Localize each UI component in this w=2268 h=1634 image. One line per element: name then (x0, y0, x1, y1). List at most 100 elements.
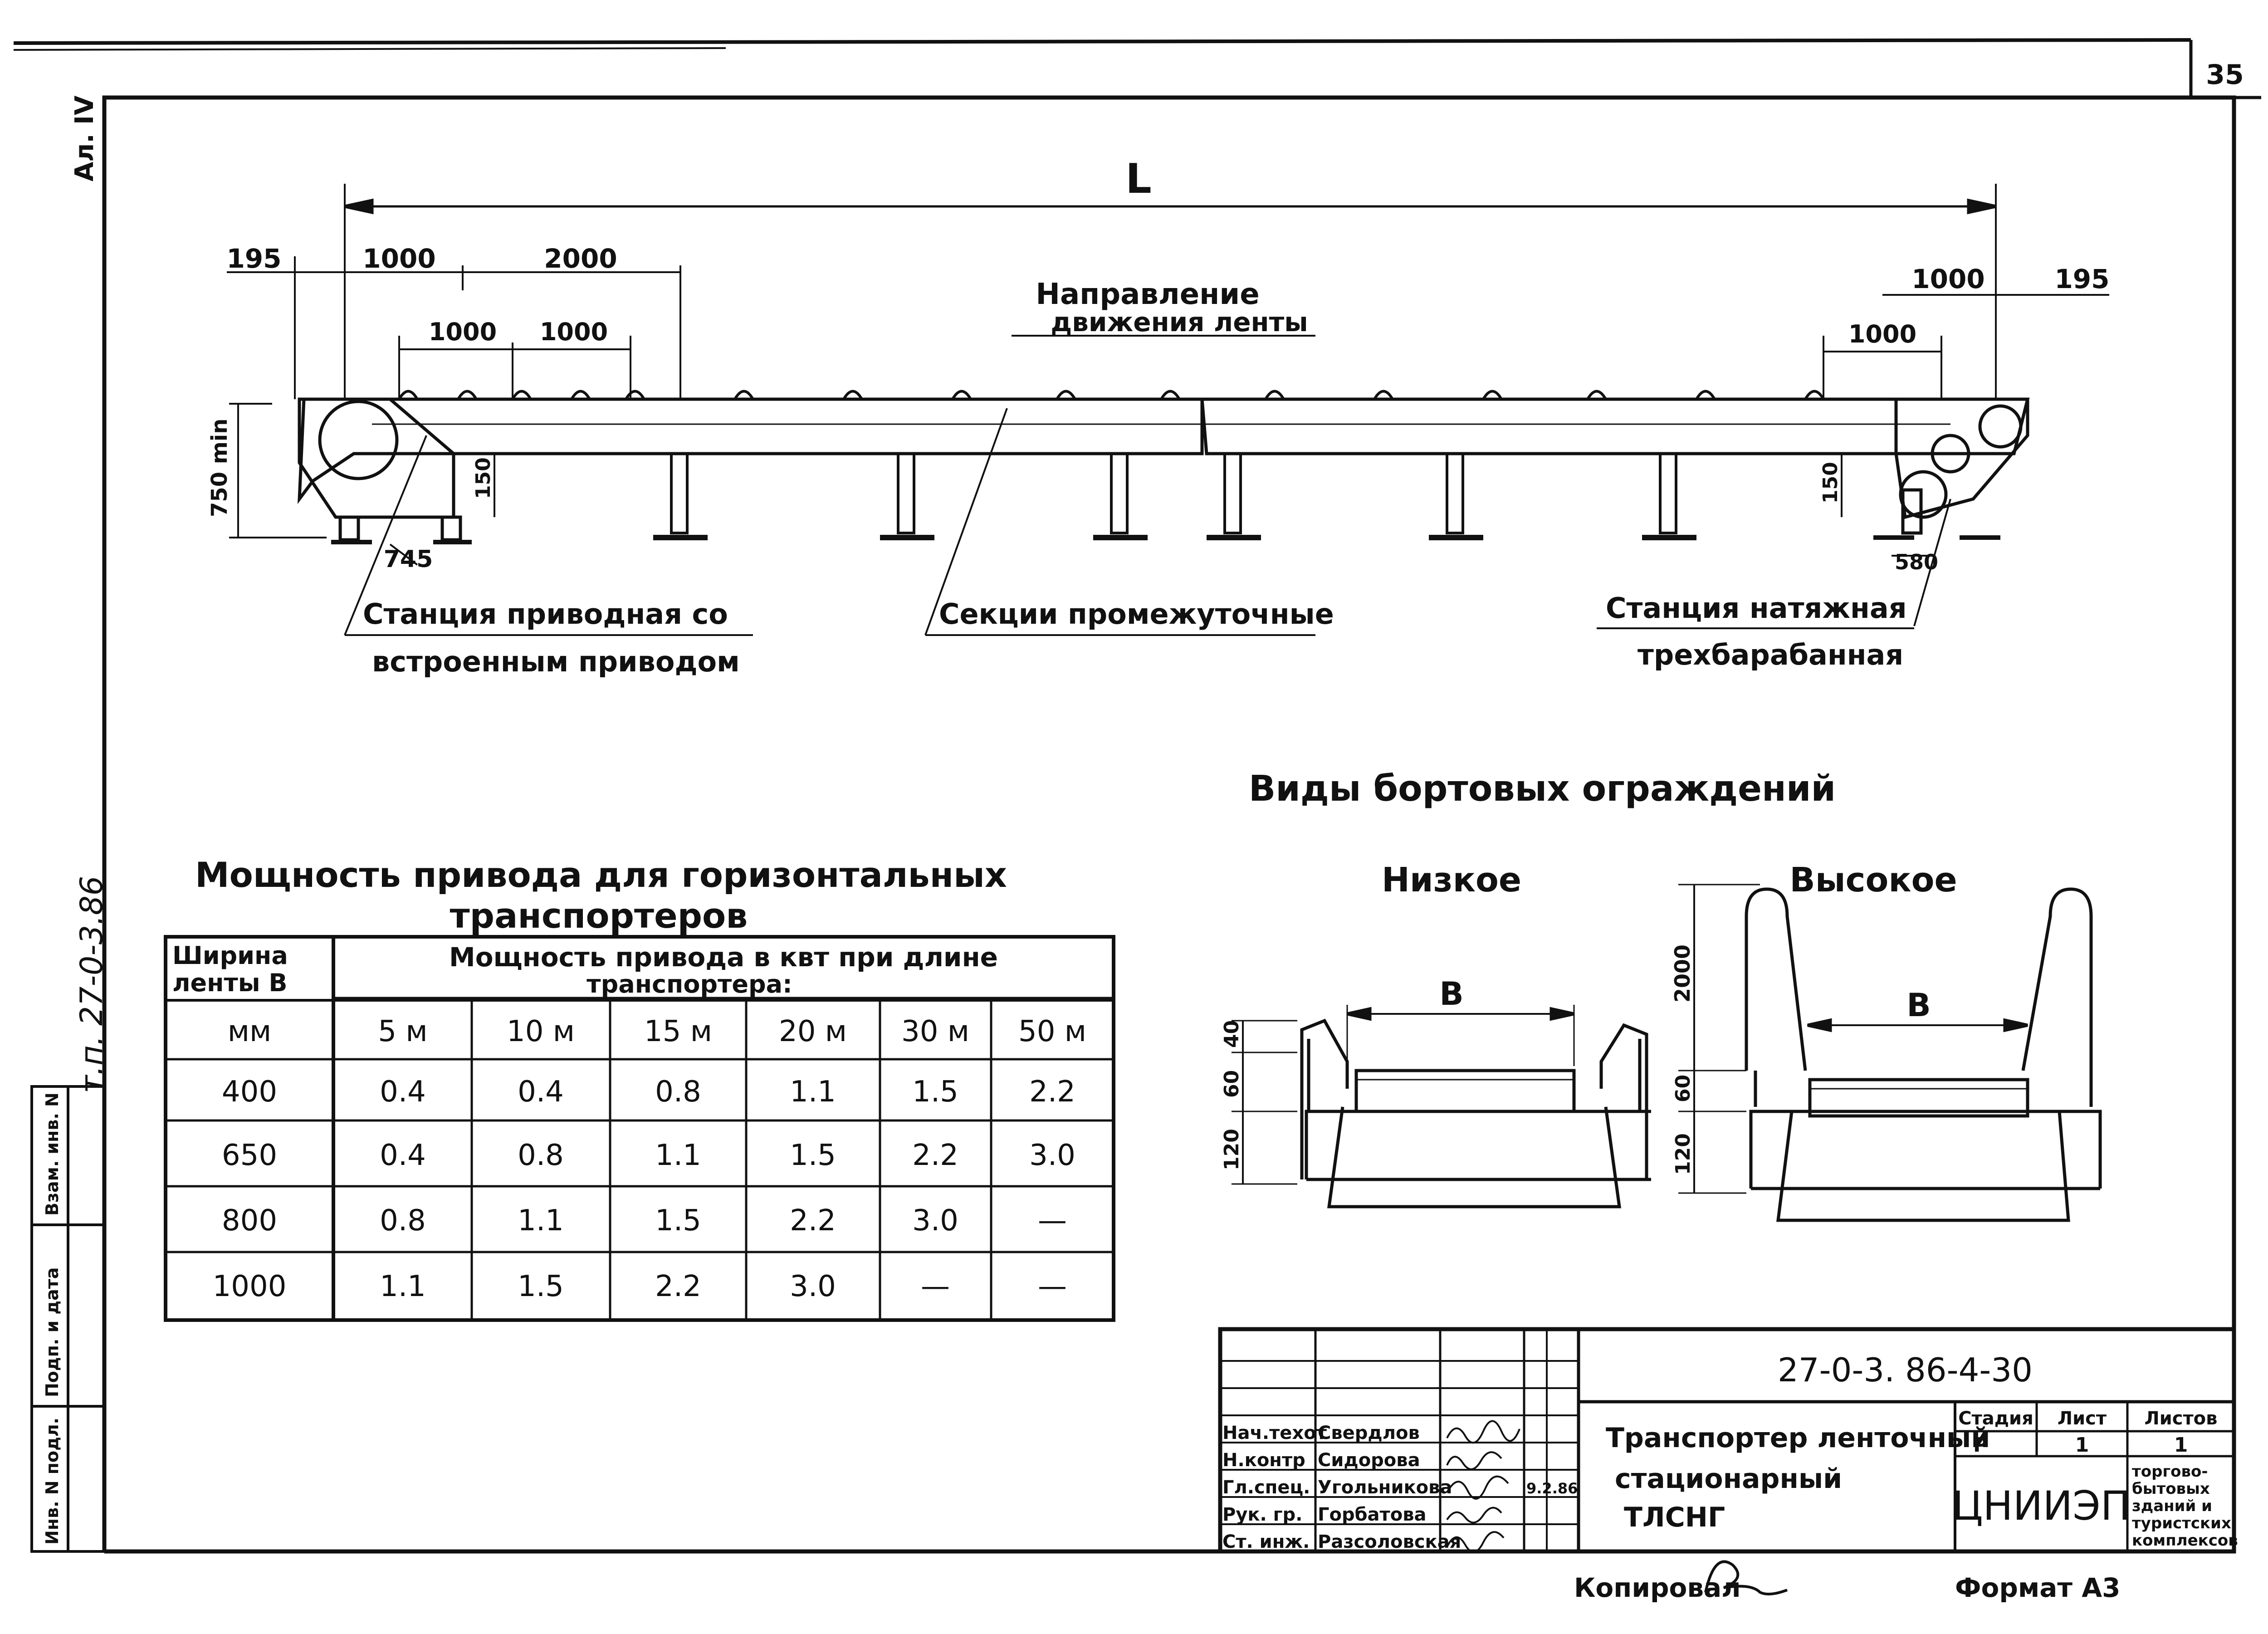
direction-line1: Направление (1036, 278, 1259, 311)
album-mark: Ал. IV (70, 95, 99, 181)
units-cell: 30 м (901, 1015, 969, 1048)
dim-right-1000: 1000 (1848, 320, 1916, 348)
units-cell: 50 м (1018, 1015, 1086, 1048)
stamp-sign-date: Подп. и дата (42, 1267, 62, 1397)
table-cell: — (921, 1270, 950, 1303)
table-cell: 1.1 (518, 1204, 564, 1238)
person-name: Горбатова (1318, 1504, 1427, 1525)
dim-right-195: 195 (2054, 264, 2109, 294)
units-cell: 5 м (378, 1015, 427, 1048)
org-sub-line: бытовых (2132, 1480, 2210, 1498)
stage-value: Р (1973, 1433, 1988, 1457)
power-table-cells: мм 5 м 10 м 15 м 20 м 30 м 50 м 400 0.4 … (213, 1015, 1086, 1303)
role-label: Н.контр (1222, 1450, 1305, 1471)
person-name: Разсоловская (1318, 1531, 1461, 1552)
table-cell: 1000 (213, 1270, 287, 1303)
stamp-replace-inv: Взам. инв. N (42, 1092, 62, 1216)
guard-low-dim-40: 40 (1220, 1020, 1243, 1048)
dim-total-length: L (1125, 155, 1151, 203)
sheet-number: 35 (2206, 59, 2244, 91)
sheets-header: Листов (2145, 1408, 2218, 1429)
copier-signature (1704, 1560, 1788, 1595)
dim-left-1000-top: 1000 (362, 243, 435, 274)
label-drive-station-1: Станция приводная со (363, 597, 728, 631)
signatures (1446, 1420, 1520, 1553)
guard-high-width: В (1906, 987, 1931, 1024)
title-block (1218, 1327, 2236, 1554)
guard-high-drawing (1678, 884, 2102, 1222)
table-cell: 0.8 (518, 1139, 564, 1172)
table-cell: 0.8 (655, 1075, 701, 1109)
person-name: Свердлов (1318, 1423, 1420, 1443)
role-label: Ст. инж. (1222, 1531, 1310, 1552)
th-power-2: транспортера: (587, 970, 792, 998)
guard-low-drawing (1232, 1005, 1651, 1208)
table-cell: 3.0 (1029, 1139, 1075, 1172)
title-block-code: 27-0-3. 86-4-30 (1778, 1351, 2033, 1389)
dim-left-150: 150 (472, 457, 495, 499)
units-cell: 10 м (507, 1015, 575, 1048)
guards-title: Виды бортовых ограждений (1249, 768, 1836, 809)
guard-low-width: В (1439, 975, 1463, 1013)
person-name: Угольникова (1318, 1477, 1452, 1498)
sheet-format: Формат А3 (1955, 1572, 2120, 1603)
dim-left-195: 195 (226, 243, 281, 274)
dim-height-750: 750 min (207, 418, 232, 517)
stage-header: Стадия (1958, 1408, 2033, 1429)
table-cell: — (1038, 1270, 1067, 1303)
direction-line2: движения ленты (1051, 307, 1308, 338)
dim-right-150: 150 (1819, 462, 1842, 504)
sheet-header: Лист (2058, 1408, 2107, 1429)
person-name: Сидорова (1318, 1450, 1420, 1471)
dim-left-2000: 2000 (544, 243, 617, 274)
sheet-value: 1 (2075, 1433, 2089, 1457)
label-drive-station-2: встроенным приводом (372, 645, 740, 678)
guard-high-dim-60: 60 (1672, 1075, 1695, 1102)
table-cell: 3.0 (912, 1204, 958, 1238)
org-sub-line: торгово- (2132, 1463, 2208, 1481)
units-cell: 15 м (644, 1015, 712, 1048)
role-label: Рук. гр. (1222, 1504, 1302, 1525)
table-cell: 1.5 (518, 1270, 564, 1303)
dim-right-580: 580 (1895, 550, 1938, 574)
table-cell: 0.8 (380, 1204, 426, 1238)
table-cell: 1.5 (912, 1075, 958, 1109)
table-cell: 1.5 (655, 1204, 701, 1238)
table-cell: 0.4 (380, 1075, 426, 1109)
th-power-1: Мощность привода в квт при длине (449, 942, 998, 973)
product-name-line3: ТЛСНГ (1624, 1502, 1725, 1533)
dim-left-1000-b: 1000 (540, 318, 608, 346)
table-cell: 2.2 (912, 1139, 958, 1172)
org-sub-line: комплексов (2132, 1531, 2238, 1550)
product-name-line2: стационарный (1615, 1463, 1842, 1495)
table-cell: 0.4 (380, 1139, 426, 1172)
table-cell: 800 (222, 1204, 277, 1238)
organization: ЦНИИЭП (1952, 1482, 2131, 1529)
series-vertical: т.п. 27-0-3.86 (74, 876, 110, 1093)
table-cell: 1.1 (380, 1270, 426, 1303)
guard-low-dim-60: 60 (1220, 1070, 1243, 1098)
table-cell: 3.0 (790, 1270, 836, 1303)
product-name-line1: Транспортер ленточный (1606, 1422, 1990, 1454)
dim-left-1000-a: 1000 (429, 318, 497, 346)
title-block-roles: Нач.техот Н.контр Гл.спец. Рук. гр. Ст. … (1222, 1423, 1461, 1552)
table-cell: 1.1 (655, 1139, 701, 1172)
table-cell: — (1038, 1204, 1067, 1238)
role-label: Нач.техот (1222, 1423, 1327, 1443)
table-cell: 0.4 (518, 1075, 564, 1109)
side-stamp (30, 1085, 106, 1553)
sheets-value: 1 (2174, 1433, 2188, 1457)
organization-sub: торгово- бытовых зданий и туристских ком… (2132, 1463, 2238, 1550)
label-tension-station-1: Станция натяжная (1606, 592, 1907, 625)
org-sub-line: зданий и (2132, 1497, 2212, 1515)
table-cell: 400 (222, 1075, 277, 1109)
org-sub-line: туристских (2132, 1514, 2231, 1532)
table-cell: 650 (222, 1139, 277, 1172)
table-title-line1: Мощность привода для горизонтальных (195, 855, 1007, 895)
table-cell: 1.1 (790, 1075, 836, 1109)
conveyor-drawing (227, 184, 2109, 636)
units-cell: мм (228, 1015, 272, 1048)
title-block-date: 9.2.86 (1526, 1480, 1578, 1497)
th-belt-width-2: ленты В (172, 969, 288, 997)
